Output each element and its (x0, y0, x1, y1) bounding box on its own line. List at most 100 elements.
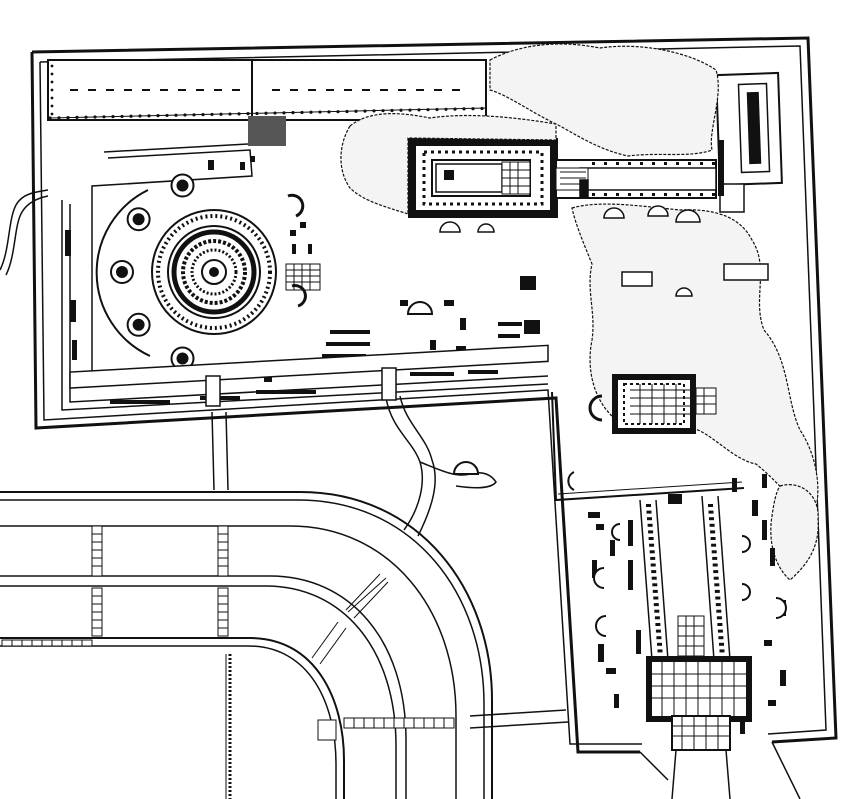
avenue-column (719, 649, 725, 653)
passage-column (592, 162, 595, 165)
colonnade-column (354, 109, 358, 113)
colonnade-column (50, 64, 54, 68)
passage-column (700, 162, 703, 165)
avenue-column (647, 523, 653, 527)
avenue-column (648, 530, 654, 534)
avenue-column (646, 504, 651, 507)
colonnade-column (453, 107, 457, 111)
avenue-column (710, 537, 716, 540)
colonnade-column (345, 109, 349, 114)
north-colonnade (47, 59, 487, 146)
rotunda-exedrae (95, 173, 195, 371)
road-shrine (452, 461, 480, 475)
colonnade-column (291, 111, 295, 115)
avenue-column (647, 517, 652, 521)
avenue-column (656, 636, 662, 640)
passage-column (616, 193, 619, 196)
passage-column (712, 193, 715, 196)
south-propylaea (639, 656, 801, 799)
enclosure-wall (30, 36, 838, 754)
colonnade-column (408, 108, 412, 112)
colonnade-column (50, 104, 54, 108)
passage-column (676, 162, 679, 165)
colonnade-column (120, 114, 124, 119)
colonnade-column (282, 111, 286, 115)
colonnade-column (138, 114, 142, 118)
colonnade-column (147, 114, 151, 118)
colonnade-column (129, 114, 133, 118)
avenue-column (708, 510, 714, 514)
colonnade-column (300, 110, 304, 115)
passage-column (640, 193, 643, 196)
colonnade-column (309, 110, 313, 114)
avenue-column (654, 609, 660, 613)
colonnade-column (228, 112, 232, 116)
exedra-core (176, 179, 189, 192)
colonnade-column (50, 72, 54, 76)
stadium (0, 491, 493, 799)
colonnade-column (219, 112, 223, 116)
passage-column (676, 193, 679, 196)
exedra-core (116, 266, 128, 278)
passage-column (592, 193, 595, 196)
colonnade-column (75, 115, 79, 120)
colonnade-column (66, 116, 70, 120)
avenue-column (712, 556, 718, 560)
colonnade-column (318, 110, 322, 114)
avenue-column (651, 576, 657, 580)
avenue-column (651, 570, 657, 574)
avenue-column (711, 550, 717, 554)
avenue-column (654, 616, 660, 620)
exedra-core (132, 213, 145, 226)
colonnade-column (246, 112, 250, 116)
avenue-column (717, 629, 723, 633)
grove-temple (588, 374, 717, 434)
colonnade-column (50, 88, 54, 92)
stadium-stair-bands (1, 525, 455, 741)
stair-block (248, 116, 286, 146)
colonnade-column (399, 108, 403, 112)
colonnade-column (201, 113, 205, 117)
south-court-exedrae (567, 471, 787, 637)
colonnade-column (336, 110, 340, 114)
avenue-column (714, 589, 720, 593)
passage-column (664, 193, 667, 196)
colonnade-column (57, 116, 61, 120)
colonnade-column (381, 109, 385, 113)
avenue-column (648, 537, 654, 540)
passage-column (604, 162, 607, 165)
colonnade-column (264, 111, 268, 115)
south-court-monuments (588, 474, 786, 734)
passage-column (604, 193, 607, 196)
avenue-column (708, 504, 713, 507)
colonnade-column (363, 109, 367, 113)
colonnade-column (435, 107, 439, 112)
avenue-column (713, 570, 719, 574)
passage-column (712, 162, 715, 165)
avenue-column (652, 589, 658, 593)
avenue-column (655, 629, 661, 633)
colonnade-column (480, 106, 484, 111)
avenue-column (657, 642, 662, 646)
water-channel (0, 189, 49, 271)
avenue-column (712, 563, 718, 567)
avenue-column (650, 556, 656, 560)
passage-column (652, 162, 655, 165)
exedra-arc (95, 189, 151, 357)
exedra-core (176, 352, 189, 365)
colonnade-column (183, 113, 187, 117)
colonnade-column (462, 107, 466, 111)
avenue-column (713, 576, 719, 580)
passage-column (688, 162, 691, 165)
colonnade-column (174, 113, 178, 117)
avenue-column (716, 609, 722, 613)
avenue-column (710, 530, 716, 534)
colonnade-column (273, 111, 277, 115)
colonnade-column (237, 112, 241, 116)
processional-avenue (639, 494, 731, 661)
colonnade-column (471, 107, 475, 111)
colonnade-column (156, 114, 160, 118)
large-temple (408, 138, 558, 218)
colonnade-column (372, 109, 376, 113)
